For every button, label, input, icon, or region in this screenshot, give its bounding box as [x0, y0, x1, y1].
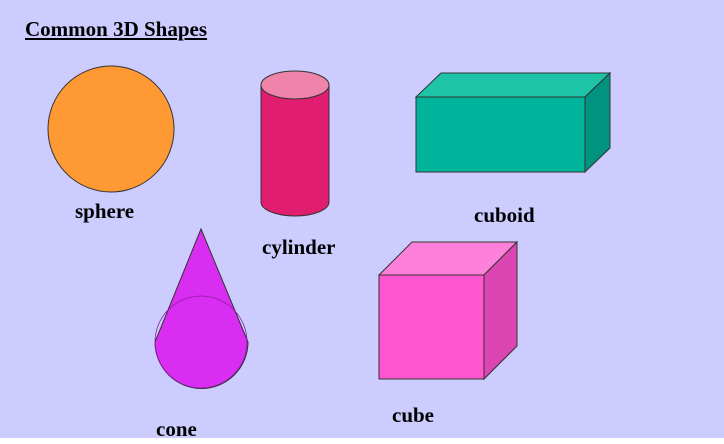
cube-shape [377, 240, 519, 381]
cuboid-shape [414, 71, 612, 174]
sphere-shape [47, 65, 175, 193]
cube-front-face [378, 274, 485, 380]
cone-shape [154, 227, 249, 389]
cone-base-outline [154, 295, 248, 389]
sphere-body [47, 65, 175, 193]
slide-title: Common 3D Shapes [25, 17, 208, 41]
cylinder-top [260, 70, 330, 100]
cylinder-shape [260, 70, 330, 217]
cone-label: cone [156, 417, 197, 438]
cuboid-label: cuboid [474, 203, 535, 227]
cuboid-top-face [414, 72, 612, 98]
cylinder-body [260, 84, 330, 217]
cube-label: cube [392, 403, 434, 427]
cylinder-label: cylinder [262, 235, 336, 259]
sphere-label: sphere [75, 199, 135, 223]
cuboid-front-face [415, 96, 586, 173]
